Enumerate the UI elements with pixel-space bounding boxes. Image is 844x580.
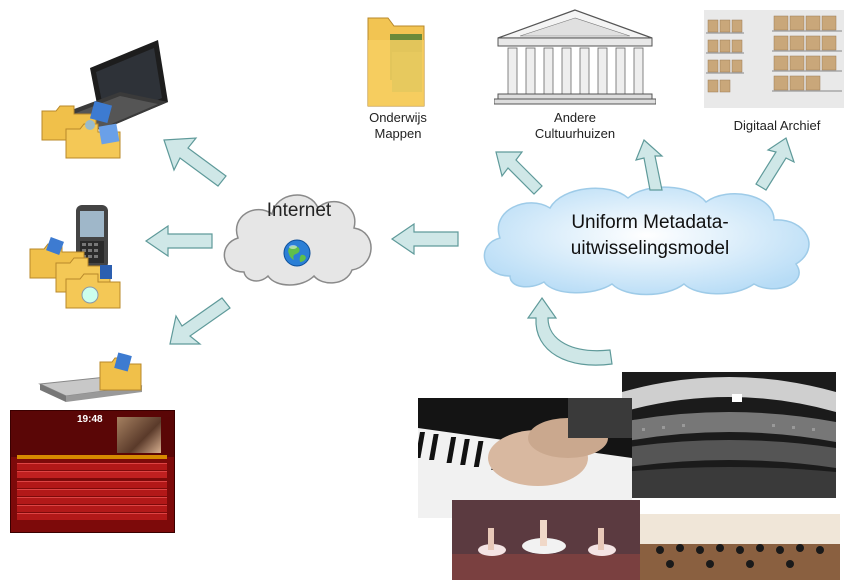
arrow-to-archief bbox=[750, 136, 800, 192]
globe-icon bbox=[282, 238, 312, 268]
onderwijs-label: Onderwijs Mappen bbox=[356, 110, 440, 142]
folder-icon bbox=[38, 95, 128, 165]
epg-row bbox=[17, 497, 167, 504]
cultuur-line1: Andere bbox=[554, 110, 596, 125]
archief-label: Digitaal Archief bbox=[733, 118, 821, 133]
folder-icon bbox=[98, 352, 144, 392]
folder-icon bbox=[364, 10, 434, 110]
folder-icon bbox=[26, 235, 126, 315]
curved-arrow-from-media bbox=[526, 296, 618, 368]
cultuur-label: Andere Cultuurhuizen bbox=[510, 110, 640, 142]
tv-guide-screen: 19:48 bbox=[10, 410, 175, 533]
arrow-to-laptop bbox=[162, 136, 228, 190]
epg-row bbox=[17, 513, 167, 520]
arrow-to-pda bbox=[144, 224, 214, 258]
arrow-to-onderwijs bbox=[494, 148, 544, 198]
epg-thumbnail bbox=[117, 417, 161, 453]
internet-cloud bbox=[214, 180, 380, 290]
arrow-to-internet bbox=[390, 222, 460, 256]
onderwijs-line2: Mappen bbox=[374, 126, 422, 141]
metadata-model-cloud bbox=[470, 180, 828, 300]
epg-row bbox=[17, 489, 167, 496]
model-line1: Uniform Metadata- bbox=[571, 212, 729, 233]
epg-row bbox=[17, 463, 167, 470]
orchestra-photo bbox=[640, 514, 840, 580]
arrow-to-settop bbox=[166, 294, 232, 348]
model-line2: uitwisselingsmodel bbox=[570, 238, 730, 259]
archive-photo bbox=[704, 10, 844, 108]
metadata-model-label: Uniform Metadata- uitwisselingsmodel bbox=[540, 210, 760, 262]
epg-divider bbox=[17, 455, 167, 459]
epg-row bbox=[17, 481, 167, 488]
epg-row bbox=[17, 505, 167, 512]
epg-row bbox=[17, 471, 167, 478]
cultuur-line2: Cultuurhuizen bbox=[534, 126, 616, 141]
onderwijs-line1: Onderwijs bbox=[369, 110, 427, 125]
concert-hall-photo bbox=[622, 372, 836, 498]
arrow-to-cultuurhuizen bbox=[632, 138, 672, 192]
epg-time: 19:48 bbox=[77, 414, 103, 425]
museum-icon bbox=[494, 8, 656, 106]
ballet-photo bbox=[452, 500, 640, 580]
piano-photo bbox=[418, 398, 632, 518]
internet-label: Internet bbox=[266, 200, 332, 221]
